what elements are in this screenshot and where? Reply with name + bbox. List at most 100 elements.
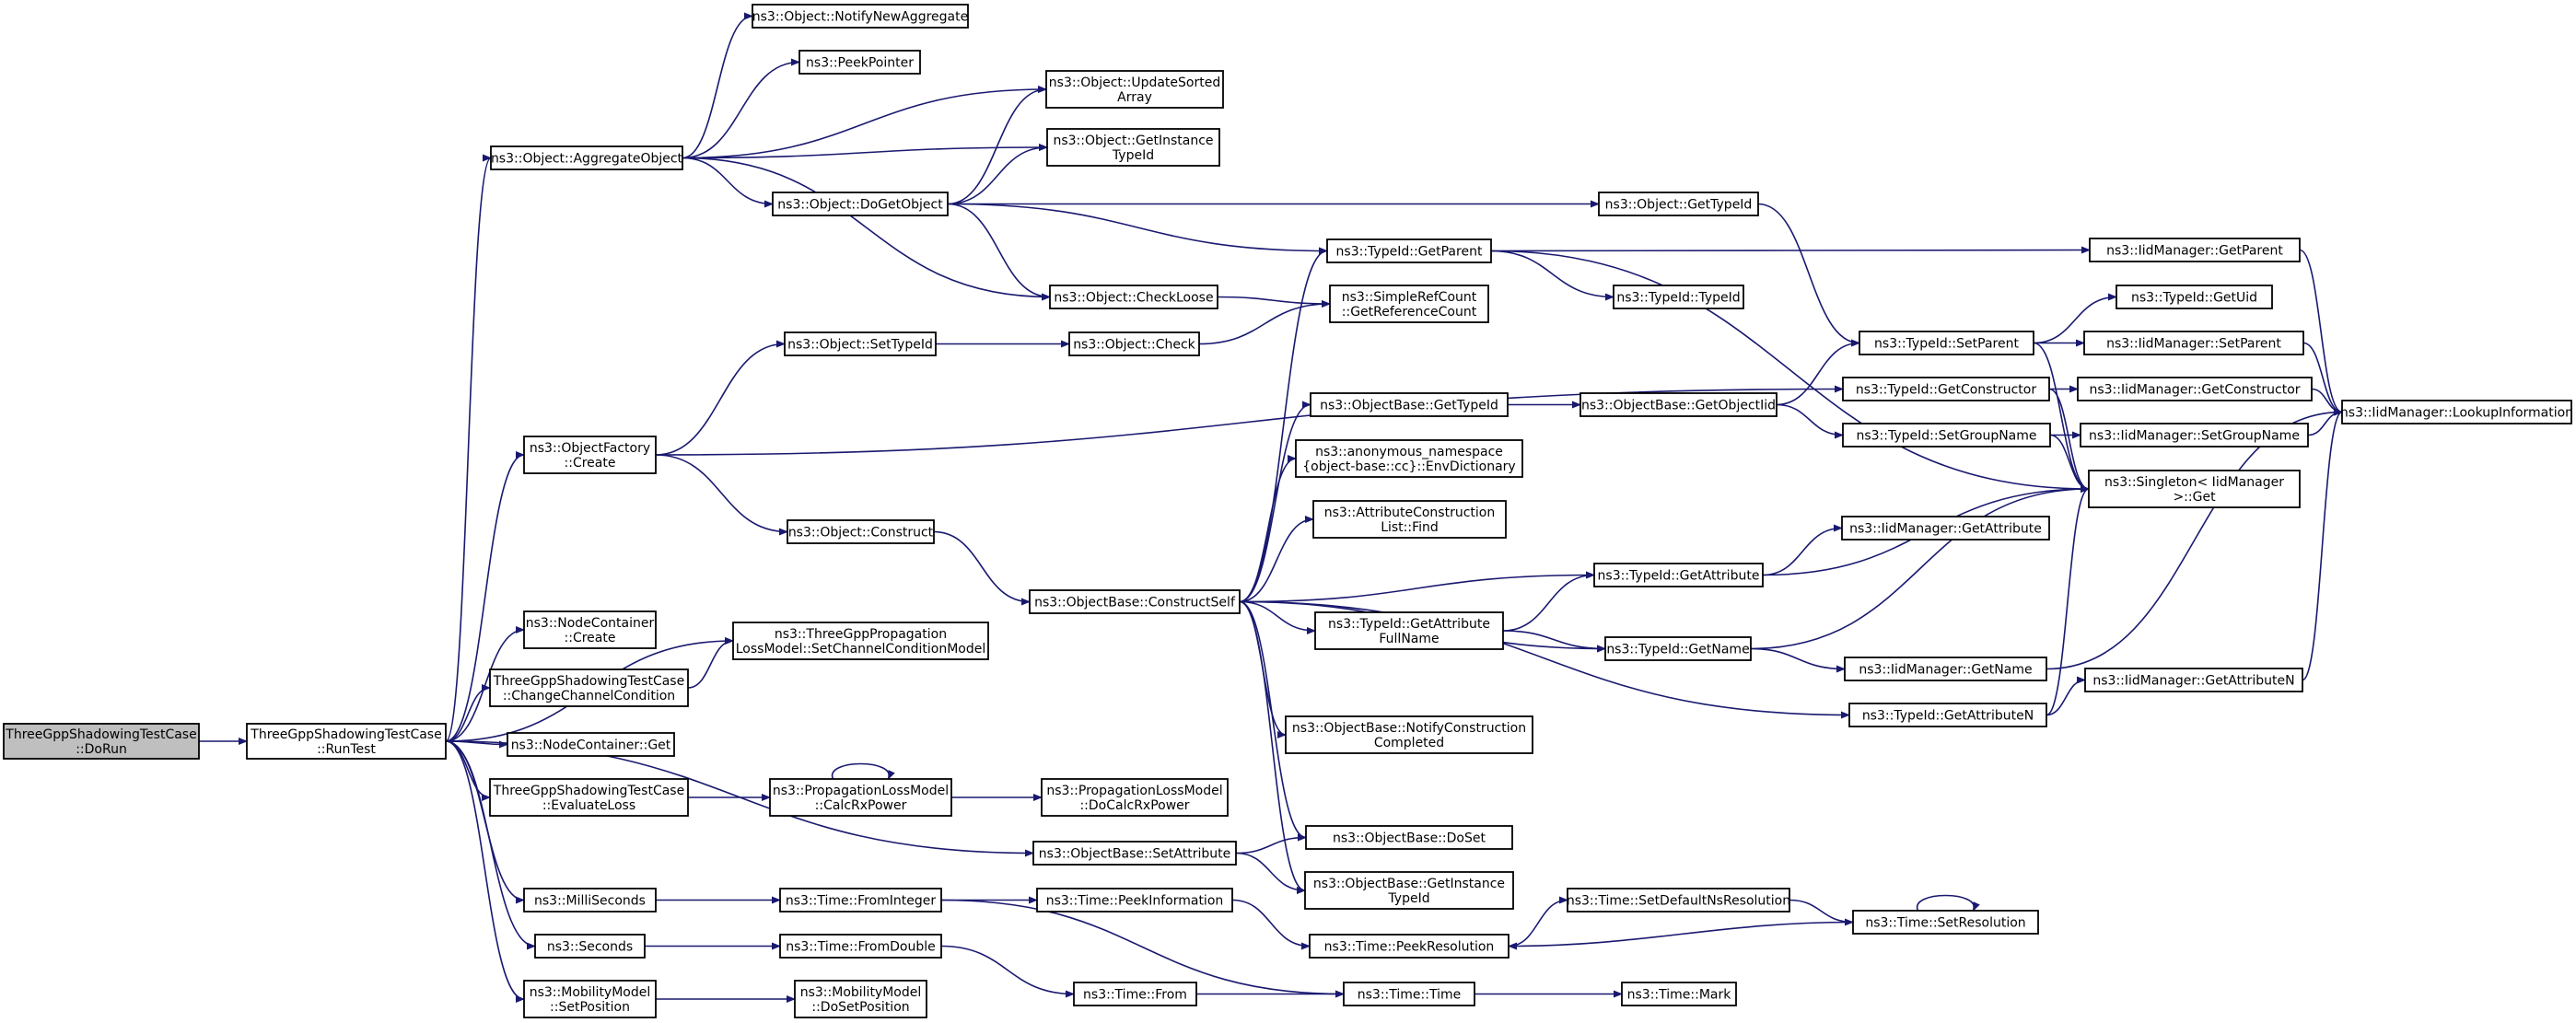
node-label: ::GetReferenceCount [1342, 305, 1477, 320]
node-doRun[interactable]: ThreeGppShadowingTestCase::DoRun [3, 723, 200, 760]
node-getObjectIid[interactable]: ns3::ObjectBase::GetObjectIid [1579, 392, 1778, 417]
node-peekPointer[interactable]: ns3::PeekPointer [798, 50, 921, 75]
node-label: ns3::IidManager::SetParent [2106, 337, 2281, 352]
node-box [1029, 589, 1241, 614]
node-box [1036, 888, 1233, 913]
edge-objectBaseSetAttribute-to-objectBaseDoSet [1235, 833, 1307, 854]
node-seconds[interactable]: ns3::Seconds [534, 934, 646, 959]
node-typeIdGetConstructor[interactable]: ns3::TypeId::GetConstructor [1842, 377, 2050, 401]
node-runTest[interactable]: ThreeGppShadowingTestCase::RunTest [246, 723, 447, 760]
node-envDictionary[interactable]: ns3::anonymous_namespace{object-base::cc… [1295, 439, 1523, 478]
node-objectCheck[interactable]: ns3::Object::Check [1068, 331, 1200, 356]
node-timePeekResolution[interactable]: ns3::Time::PeekResolution [1309, 934, 1509, 959]
node-label: ns3::ThreeGppPropagation [775, 627, 947, 642]
node-milliSeconds[interactable]: ns3::MilliSeconds [523, 888, 657, 913]
node-typeIdTypeId[interactable]: ns3::TypeId::TypeId [1613, 285, 1744, 309]
node-iidSetGroupName[interactable]: ns3::IidManager::SetGroupName [2080, 423, 2309, 448]
node-setTypeId[interactable]: ns3::Object::SetTypeId [784, 331, 937, 356]
node-typeIdGetAttributeN[interactable]: ns3::TypeId::GetAttributeN [1848, 703, 2047, 727]
node-getReferenceCount[interactable]: ns3::SimpleRefCount::GetReferenceCount [1329, 285, 1489, 323]
node-singletonGet[interactable]: ns3::Singleton< IidManager>::Get [2088, 470, 2301, 508]
node-box [732, 622, 989, 660]
node-typeIdSetGroupName[interactable]: ns3::TypeId::SetGroupName [1842, 423, 2051, 448]
node-label: ns3::Object::AggregateObject [491, 152, 683, 167]
node-label: ns3::Time::SetDefaultNsResolution [1567, 894, 1790, 909]
node-timeSetResolution[interactable]: ns3::Time::SetResolution [1852, 910, 2039, 935]
edge-constructSelf-to-objectBaseDoSet [1239, 600, 1307, 842]
node-aggregateObject[interactable]: ns3::Object::AggregateObject [490, 145, 683, 170]
node-typeIdGetParent[interactable]: ns3::TypeId::GetParent [1326, 238, 1492, 263]
node-objectGetTypeId[interactable]: ns3::Object::GetTypeId [1598, 192, 1759, 216]
node-notifyNewAggregate[interactable]: ns3::Object::NotifyNewAggregate [752, 4, 969, 29]
node-box [1842, 377, 2050, 401]
node-peekInformation[interactable]: ns3::Time::PeekInformation [1036, 888, 1233, 913]
node-label: ns3::Time::Mark [1627, 988, 1732, 1003]
node-timeFrom[interactable]: ns3::Time::From [1073, 982, 1197, 1006]
node-label: ns3::Time::FromInteger [786, 894, 936, 909]
node-objectBaseSetAttribute[interactable]: ns3::ObjectBase::SetAttribute [1032, 841, 1237, 866]
node-box [2089, 238, 2301, 262]
node-label: ns3::PeekPointer [806, 56, 914, 71]
node-timeTime[interactable]: ns3::Time::Time [1343, 982, 1475, 1006]
node-label: ns3::ObjectBase::NotifyConstruction [1292, 721, 1526, 736]
node-notifyConstructionCompleted[interactable]: ns3::ObjectBase::NotifyConstructionCompl… [1285, 715, 1533, 754]
node-calcRxPower[interactable]: ns3::PropagationLossModel::CalcRxPower [769, 778, 952, 817]
node-mobilitySetPosition[interactable]: ns3::MobilityModel::SetPosition [523, 980, 657, 1018]
node-setDefaultNsResolution[interactable]: ns3::Time::SetDefaultNsResolution [1567, 888, 1790, 913]
node-iidGetName[interactable]: ns3::IidManager::GetName [1844, 657, 2047, 681]
node-box [489, 668, 689, 707]
node-iidSetParent[interactable]: ns3::IidManager::SetParent [2083, 331, 2304, 355]
node-box [2077, 377, 2313, 401]
node-doSetPosition[interactable]: ns3::MobilityModel::DoSetPosition [794, 980, 927, 1018]
node-label: Completed [1374, 736, 1444, 750]
node-box [2080, 423, 2309, 448]
node-label: ns3::TypeId::SetParent [1874, 337, 2019, 352]
node-objectConstruct[interactable]: ns3::Object::Construct [787, 519, 935, 544]
node-label: ns3::Object::GetInstance [1053, 134, 1213, 148]
node-typeIdGetName[interactable]: ns3::TypeId::GetName [1604, 636, 1752, 661]
edge-doGetObject-to-checkLoose [947, 203, 1051, 301]
node-objectBaseDoSet[interactable]: ns3::ObjectBase::DoSet [1305, 825, 1513, 850]
node-setChannelConditionModel[interactable]: ns3::ThreeGppPropagationLossModel::SetCh… [732, 622, 989, 660]
node-box [2084, 668, 2303, 692]
edge-getObjectIid-to-typeIdSetGroupName [1776, 403, 1844, 439]
node-iidGetParent[interactable]: ns3::IidManager::GetParent [2089, 238, 2301, 262]
node-timeMark[interactable]: ns3::Time::Mark [1621, 982, 1737, 1006]
node-box [1598, 192, 1759, 216]
edge-getAttributeFullName-to-typeIdGetAttribute [1502, 571, 1595, 632]
node-nodeContainerCreate[interactable]: ns3::NodeContainer::Create [523, 610, 657, 649]
node-box [769, 778, 952, 817]
node-typeIdGetUid[interactable]: ns3::TypeId::GetUid [2116, 285, 2273, 309]
edge-aggregateObject-to-getInstanceTypeId [682, 144, 1048, 159]
node-box [1567, 888, 1790, 913]
node-label: ns3::Time::SetResolution [1865, 916, 2025, 931]
edge-runTest-to-evaluateLoss [445, 740, 491, 801]
node-timeFromDouble[interactable]: ns3::Time::FromDouble [779, 934, 942, 959]
node-evaluateLoss[interactable]: ThreeGppShadowingTestCase::EvaluateLoss [489, 778, 689, 817]
node-changeChannelCondition[interactable]: ThreeGppShadowingTestCase::ChangeChannel… [489, 668, 689, 707]
node-iidGetAttributeN[interactable]: ns3::IidManager::GetAttributeN [2084, 668, 2303, 692]
node-objectBaseGetTypeId[interactable]: ns3::ObjectBase::GetTypeId [1310, 392, 1509, 417]
node-iidGetConstructor[interactable]: ns3::IidManager::GetConstructor [2077, 377, 2313, 401]
node-lookupInformation[interactable]: ns3::IidManager::LookupInformation [2340, 400, 2573, 424]
node-objectFactoryCreate[interactable]: ns3::ObjectFactory::Create [523, 436, 657, 474]
node-doGetObject[interactable]: ns3::Object::DoGetObject [772, 192, 949, 216]
node-constructSelf[interactable]: ns3::ObjectBase::ConstructSelf [1029, 589, 1241, 614]
node-label: ns3::IidManager::SetGroupName [2089, 429, 2300, 444]
node-timeFromInteger[interactable]: ns3::Time::FromInteger [779, 888, 942, 913]
node-typeIdGetAttribute[interactable]: ns3::TypeId::GetAttribute [1593, 563, 1764, 587]
node-box [3, 723, 200, 760]
node-iidGetAttribute[interactable]: ns3::IidManager::GetAttribute [1841, 516, 2050, 541]
node-box [1304, 871, 1514, 910]
node-label: ns3::TypeId::GetConstructor [1856, 383, 2036, 398]
node-typeIdSetParent[interactable]: ns3::TypeId::SetParent [1859, 331, 2034, 355]
nodes-layer: ThreeGppShadowingTestCase::DoRunThreeGpp… [3, 4, 2573, 1018]
node-doCalcRxPower[interactable]: ns3::PropagationLossModel::DoCalcRxPower [1041, 778, 1229, 817]
node-nodeContainerGet[interactable]: ns3::NodeContainer::Get [507, 732, 675, 757]
node-checkLoose[interactable]: ns3::Object::CheckLoose [1049, 285, 1218, 309]
